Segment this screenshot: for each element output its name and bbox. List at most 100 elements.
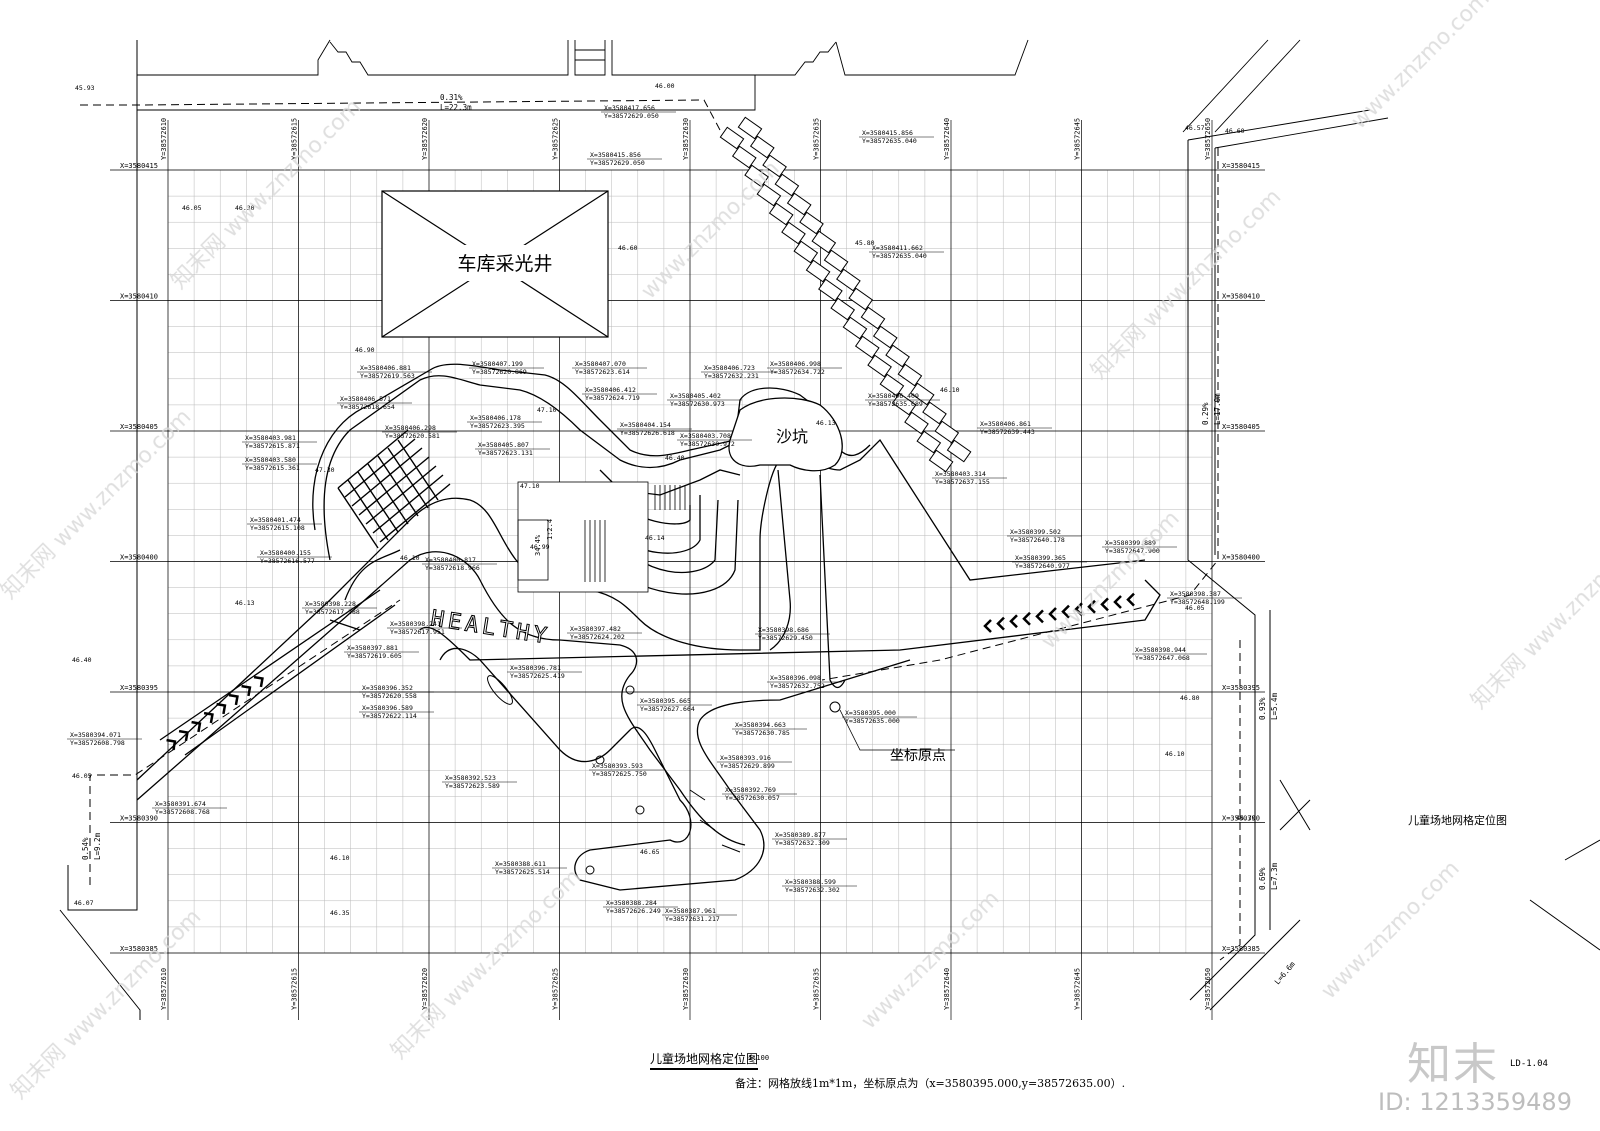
elevation-value: 46.10 (400, 554, 420, 562)
stepping-stone (872, 325, 898, 349)
coord-y: Y=38572620.558 (362, 692, 417, 700)
slope-length: L=17.0m (1213, 393, 1222, 425)
stepping-stone (867, 354, 892, 378)
coord-x: X=3580392.769 (725, 786, 776, 794)
coord-x: X=3580401.474 (250, 516, 301, 524)
coord-x: X=3580394.663 (735, 721, 786, 729)
grid-label-right: X=3580395 (1222, 684, 1260, 692)
chevron (1022, 611, 1031, 626)
grid-label-top: Y=38572635 (813, 118, 821, 160)
coord-y: Y=38572629.899 (720, 762, 775, 770)
elevation-value: 46.05 (182, 204, 202, 212)
main-grid (110, 120, 1265, 1020)
coord-y: Y=38572632.302 (785, 886, 840, 894)
stepping-stone (916, 430, 942, 454)
coord-x: X=3580403.314 (935, 470, 986, 478)
coord-y: Y=38572635.040 (862, 137, 917, 145)
grid-label-bottom: Y=38572620 (421, 968, 429, 1010)
coord-y: Y=38572619.605 (347, 652, 402, 660)
grid-label-top: Y=38572625 (552, 118, 560, 160)
grid-axis-labels: Y=38572610Y=38572610Y=38572615Y=38572615… (120, 118, 1260, 1010)
coord-y: Y=38572615.871 (245, 442, 300, 450)
coord-y: Y=38572629.050 (590, 159, 645, 167)
stepping-stone (934, 420, 960, 444)
net-line (387, 447, 429, 509)
coord-x: X=3580398.387 (1170, 590, 1221, 598)
coord-y: Y=38572639.443 (980, 428, 1035, 436)
coord-x: X=3580415.856 (590, 151, 641, 159)
grid-label-top: Y=38572650 (1204, 118, 1212, 160)
coord-y: Y=38572629.450 (758, 634, 813, 642)
net-line (377, 455, 419, 517)
skylight-label: 车库采光井 (457, 253, 552, 275)
net-line (358, 456, 430, 516)
slope-lines (80, 99, 1241, 961)
coord-x: X=3580406.881 (360, 364, 411, 372)
elevation-value: 46.40 (72, 656, 92, 664)
coord-x: X=3580398.944 (1135, 646, 1186, 654)
watermark-text: 知末网 www.znzmo.com (387, 864, 587, 1064)
elevation-value: 45.80 (855, 239, 875, 247)
slope-percent: 0.29% (1201, 402, 1210, 425)
grid-label-top: Y=38572610 (160, 118, 168, 160)
stepping-stone (922, 401, 947, 425)
coord-y: Y=38572637.155 (935, 478, 990, 486)
coord-x: X=3580388.599 (785, 878, 836, 886)
coord-x: X=3580393.593 (592, 762, 643, 770)
coord-y: Y=38572627.664 (640, 705, 695, 713)
grid-label-right: X=3580400 (1222, 554, 1260, 562)
watermark-text: 知末网 www.znzmo.com (1087, 184, 1287, 384)
coord-x: X=3580417.656 (604, 104, 655, 112)
grid-label-bottom: Y=38572650 (1204, 968, 1212, 1010)
coord-x: X=3580395.000 (845, 709, 896, 717)
stepping-stone (830, 297, 856, 321)
grid-label-bottom: Y=38572625 (552, 968, 560, 1010)
stepping-stone (756, 183, 782, 207)
stepping-stone (854, 335, 880, 359)
coord-y: Y=38572634.722 (770, 368, 825, 376)
side-title: 儿童场地网格定位图 (1408, 814, 1507, 827)
coord-x: X=3580397.482 (570, 625, 621, 633)
coord-x: X=3580396.098 (770, 674, 821, 682)
net-line (357, 471, 399, 533)
stepping-stone (749, 135, 775, 159)
origin-label: 坐标原点 (890, 748, 946, 764)
slope-length: L=5.4m (1270, 692, 1279, 720)
coordinate-callouts: X=3580417.656Y=38572629.050X=3580415.856… (67, 104, 1242, 923)
stepping-stone (891, 392, 917, 416)
coord-x: X=3580406.998 (770, 360, 821, 368)
chevron (241, 684, 252, 697)
coord-y: Y=38572608.768 (155, 808, 210, 816)
stepping-stone (762, 154, 787, 178)
elevation-value: 46.00 (655, 82, 675, 90)
grid-label-bottom: Y=38572645 (1074, 968, 1082, 1010)
chevron (983, 619, 992, 633)
stepping-stone (793, 240, 819, 264)
elevation-value: 46.05 (1185, 604, 1205, 612)
skylight-label-bg (430, 245, 580, 281)
coord-x: X=3580406.723 (704, 364, 755, 372)
coord-x: X=3580398.228 (305, 600, 356, 608)
net-line (379, 483, 451, 543)
grid-label-top: Y=38572620 (421, 118, 429, 160)
coord-y: Y=38572640.178 (1010, 536, 1065, 544)
elevation-value: 46.40 (665, 454, 685, 462)
coord-y: Y=38572617.288 (305, 608, 360, 616)
slope-percent: L=6.6m (1273, 959, 1298, 986)
